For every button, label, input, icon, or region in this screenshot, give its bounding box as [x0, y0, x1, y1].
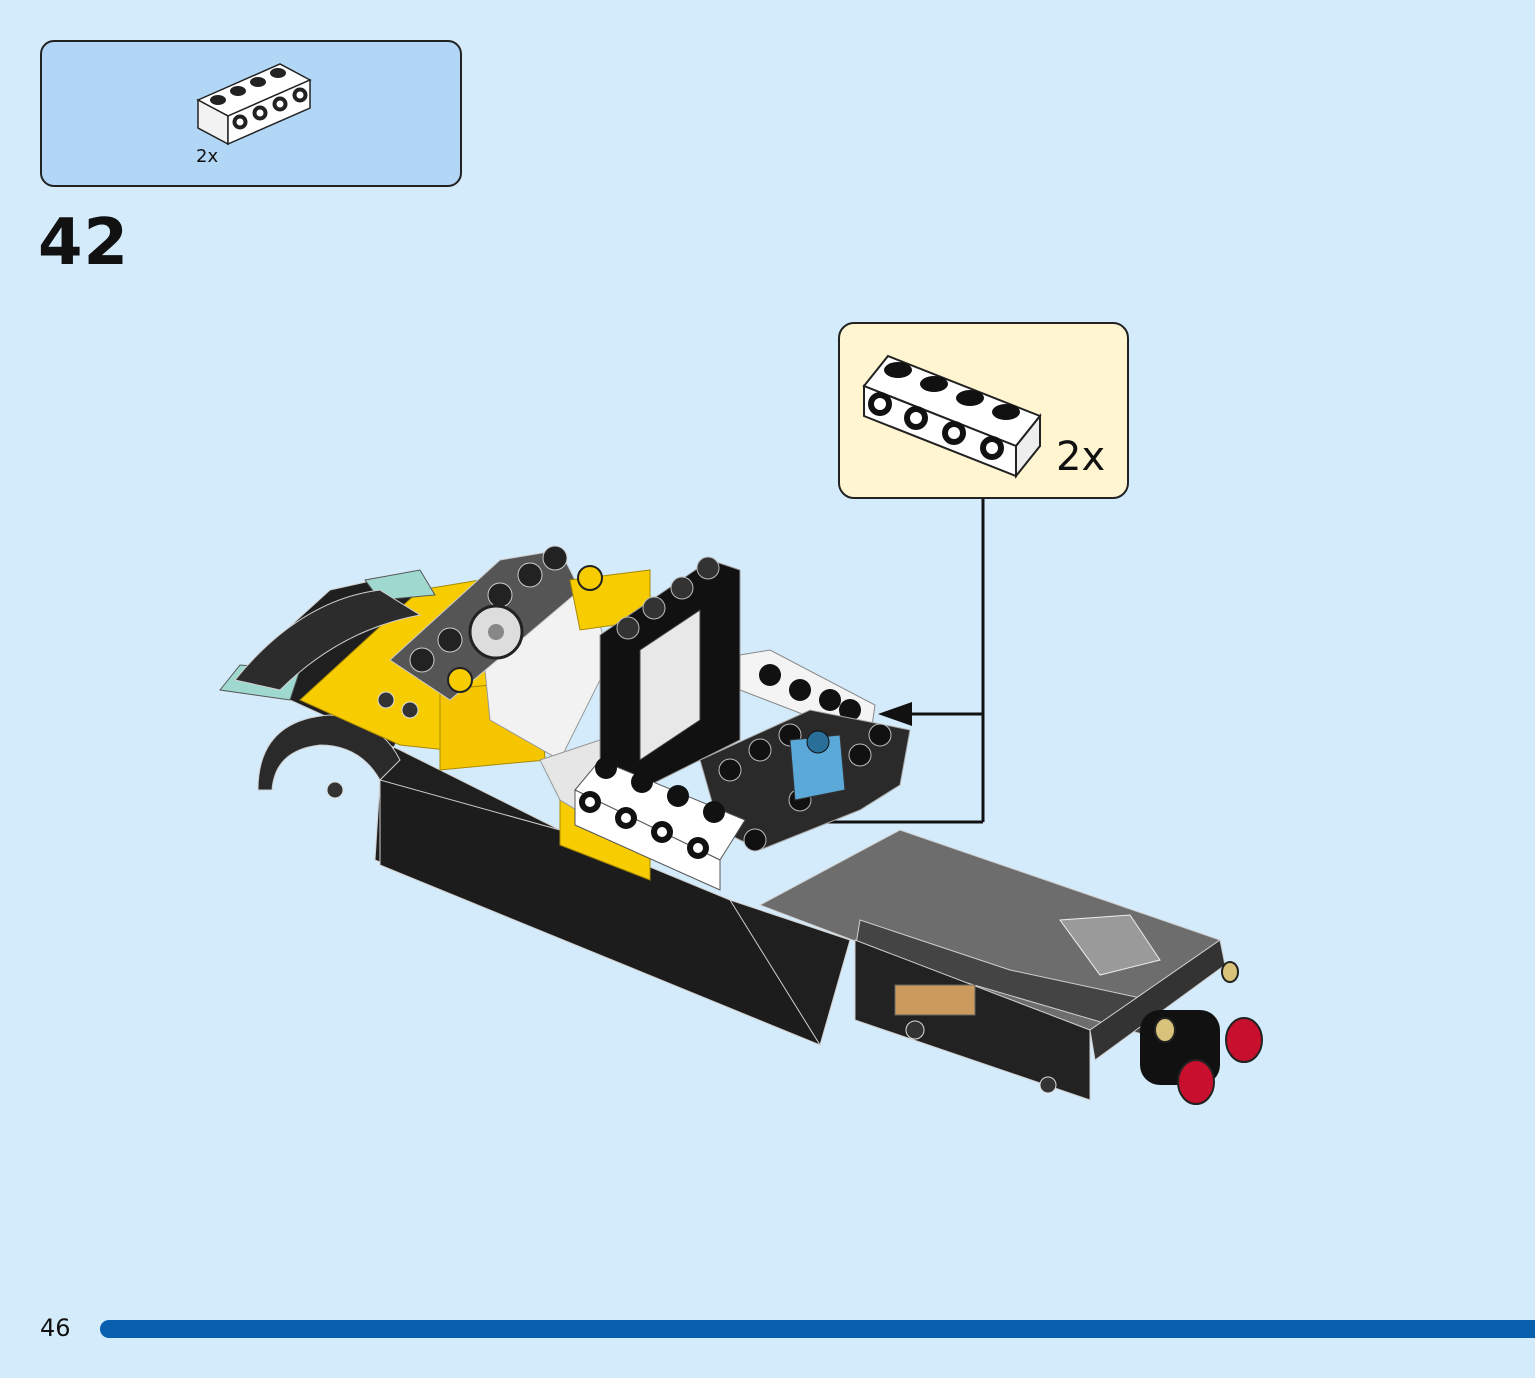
side-clips	[326, 691, 1057, 1094]
parts-count-label: 2x	[196, 146, 219, 167]
progress-bar	[100, 1320, 1535, 1338]
step-number: 42	[38, 206, 130, 280]
parts-list-box: 2x	[40, 40, 462, 187]
arrow-upper-icon	[878, 702, 912, 726]
callout-count-label: 2x	[1056, 434, 1106, 480]
rear-deck	[758, 829, 1226, 1101]
white-brick-lower	[574, 757, 746, 891]
brick-1x4-side-studs-icon	[196, 63, 312, 146]
callout-box: 2x	[838, 322, 1129, 499]
brick-1x4-side-studs-callout-icon	[862, 354, 1042, 479]
steering-wheel-icon	[468, 604, 524, 660]
page-number: 46	[40, 1314, 71, 1342]
black-block	[699, 709, 911, 852]
tail-lights	[1140, 961, 1263, 1105]
